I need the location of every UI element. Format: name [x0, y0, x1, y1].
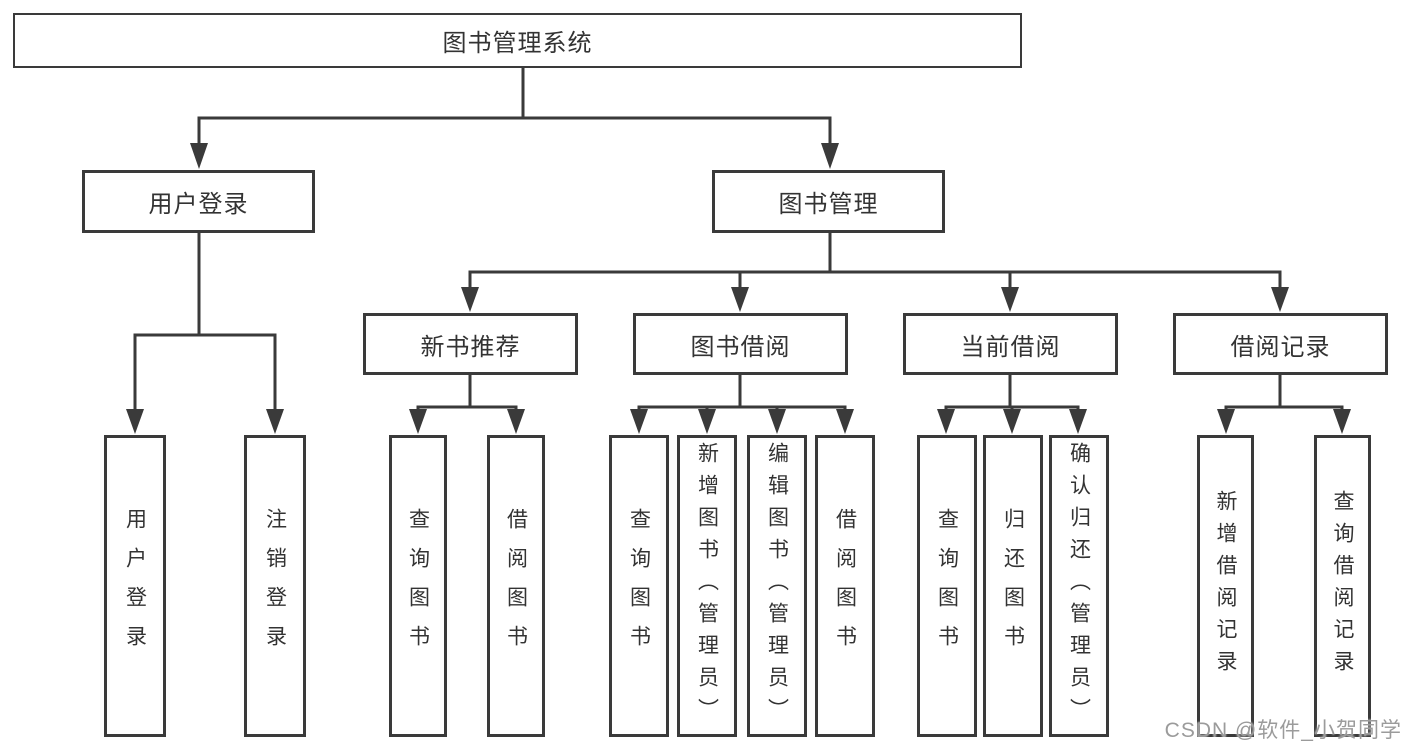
- leaf-borrowing-add-books-admin: 新增图书（管理员）: [677, 435, 737, 737]
- node-book-management: 图书管理: [712, 170, 945, 233]
- leaf-records-query-record: 查询借阅记录: [1314, 435, 1371, 737]
- node-current-borrowing: 当前借阅: [903, 313, 1118, 375]
- leaf-borrowing-edit-books-admin: 编辑图书（管理员）: [747, 435, 807, 737]
- leaf-current-return-books: 归还图书: [983, 435, 1043, 737]
- node-user-login: 用户登录: [82, 170, 315, 233]
- leaf-newbooks-query-books: 查询图书: [389, 435, 447, 737]
- node-new-book-recommend: 新书推荐: [363, 313, 578, 375]
- leaf-borrowing-query-books: 查询图书: [609, 435, 669, 737]
- leaf-user-login: 用户登录: [104, 435, 166, 737]
- node-borrowing-records: 借阅记录: [1173, 313, 1388, 375]
- leaf-current-confirm-return-admin: 确认归还（管理员）: [1049, 435, 1109, 737]
- csdn-watermark: CSDN @软件_小贺同学: [1164, 719, 1402, 742]
- leaf-borrowing-borrow-books: 借阅图书: [815, 435, 875, 737]
- leaf-current-query-books: 查询图书: [917, 435, 977, 737]
- node-root: 图书管理系统: [13, 13, 1022, 68]
- node-book-borrowing: 图书借阅: [633, 313, 848, 375]
- leaf-logout: 注销登录: [244, 435, 306, 737]
- leaf-records-add-record: 新增借阅记录: [1197, 435, 1254, 737]
- leaf-newbooks-borrow-books: 借阅图书: [487, 435, 545, 737]
